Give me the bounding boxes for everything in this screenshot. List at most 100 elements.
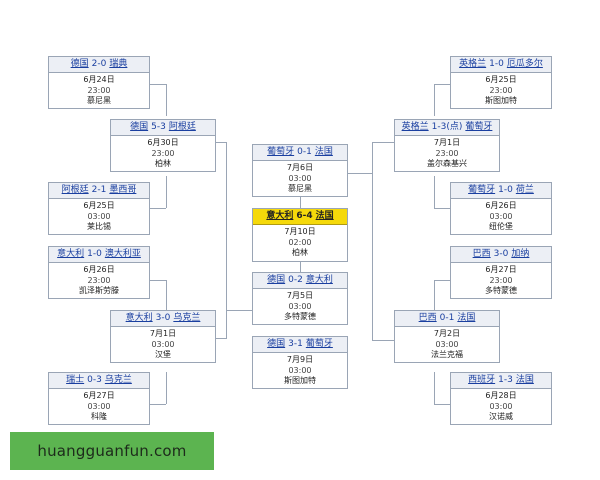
match-venue: 法兰克福 <box>431 350 463 359</box>
team-link[interactable]: 法国 <box>314 147 333 157</box>
score: 1-0 <box>498 185 513 195</box>
score: 2-1 <box>91 185 107 195</box>
connector <box>150 84 166 85</box>
match-time: 23:00 <box>489 275 513 285</box>
match-venue: 汉堡 <box>155 350 171 359</box>
match-venue: 柏林 <box>155 159 171 168</box>
match-date: 6月30日 <box>147 138 179 147</box>
team-link[interactable]: 意大利 <box>57 249 85 259</box>
match-time: 03:00 <box>435 339 459 349</box>
match-date: 7月5日 <box>286 291 314 300</box>
match-venue: 慕尼黑 <box>288 184 312 193</box>
team-link[interactable]: 乌克兰 <box>173 313 201 323</box>
match-time: 03:00 <box>489 401 513 411</box>
team-link[interactable]: 意大利 <box>125 313 153 323</box>
match-time: 23:00 <box>435 148 459 158</box>
connector <box>434 280 435 310</box>
match-venue: 莱比锡 <box>87 222 111 231</box>
team-link[interactable]: 法国 <box>515 375 534 385</box>
team-link[interactable]: 葡萄牙 <box>468 185 496 195</box>
team-link[interactable]: 法国 <box>457 313 476 323</box>
match-date: 6月27日 <box>83 391 115 400</box>
connector <box>150 280 166 281</box>
team-link[interactable]: 法国 <box>315 211 334 221</box>
team-link[interactable]: 厄瓜多尔 <box>506 59 543 69</box>
connector <box>434 404 450 405</box>
connector <box>372 142 373 341</box>
team-link[interactable]: 乌克兰 <box>104 375 132 385</box>
match-venue: 多特蒙德 <box>284 312 316 321</box>
score: 1-3 <box>498 375 513 385</box>
connector <box>348 173 372 174</box>
score: 1-0 <box>87 249 102 259</box>
match-time: 03:00 <box>489 211 513 221</box>
match-time: 23:00 <box>151 148 175 158</box>
team-link[interactable]: 葡萄牙 <box>465 122 493 132</box>
connector <box>434 208 450 209</box>
team-link[interactable]: 阿根廷 <box>61 185 89 195</box>
team-link[interactable]: 瑞典 <box>109 59 128 69</box>
team-link[interactable]: 意大利 <box>305 275 333 285</box>
team-link[interactable]: 德国 <box>70 59 89 69</box>
connector <box>216 338 227 339</box>
connector <box>226 142 227 339</box>
connector <box>434 84 450 85</box>
score: 2-0 <box>91 59 107 69</box>
site-banner[interactable]: huangguanfun.com <box>10 432 214 470</box>
team-link[interactable]: 加纳 <box>511 249 530 259</box>
match-date: 6月27日 <box>485 265 517 274</box>
team-link[interactable]: 英格兰 <box>401 122 429 132</box>
connector <box>216 142 227 143</box>
match-time: 23:00 <box>87 275 111 285</box>
match-date: 6月24日 <box>83 75 115 84</box>
team-link[interactable]: 德国 <box>267 339 286 349</box>
team-link[interactable]: 巴西 <box>418 313 437 323</box>
connector <box>434 84 435 116</box>
connector <box>166 280 167 310</box>
match-date: 7月2日 <box>433 329 461 338</box>
match-date: 7月1日 <box>149 329 177 338</box>
match-venue: 慕尼黑 <box>87 96 111 105</box>
team-link[interactable]: 德国 <box>130 122 149 132</box>
match-time: 23:00 <box>87 85 111 95</box>
match-venue: 纽伦堡 <box>489 222 513 231</box>
match-time: 03:00 <box>288 365 312 375</box>
match-time: 03:00 <box>288 301 312 311</box>
connector <box>226 310 252 311</box>
match-venue: 科隆 <box>91 412 107 421</box>
team-link[interactable]: 巴西 <box>472 249 491 259</box>
team-link[interactable]: 西班牙 <box>468 375 496 385</box>
team-link[interactable]: 德国 <box>267 275 286 285</box>
score: 0-2 <box>288 275 303 285</box>
match-venue: 斯图加特 <box>485 96 517 105</box>
team-link[interactable]: 荷兰 <box>515 185 534 195</box>
team-link[interactable]: 瑞士 <box>66 375 85 385</box>
team-link[interactable]: 葡萄牙 <box>305 339 333 349</box>
match-date: 7月9日 <box>286 355 314 364</box>
match-date: 7月10日 <box>284 227 316 236</box>
connector <box>434 280 450 281</box>
team-link[interactable]: 葡萄牙 <box>267 147 295 157</box>
match-date: 7月1日 <box>433 138 461 147</box>
team-link[interactable]: 意大利 <box>266 211 294 221</box>
connector <box>434 372 435 404</box>
match-date: 6月28日 <box>485 391 517 400</box>
team-link[interactable]: 阿根廷 <box>168 122 196 132</box>
team-link[interactable]: 澳大利亚 <box>104 249 141 259</box>
team-link[interactable]: 英格兰 <box>459 59 487 69</box>
score: 3-1 <box>288 339 303 349</box>
team-link[interactable]: 墨西哥 <box>109 185 137 195</box>
score: 1-0 <box>489 59 504 69</box>
score: 5-3 <box>151 122 166 132</box>
connector <box>434 176 435 208</box>
match-date: 6月25日 <box>485 75 517 84</box>
